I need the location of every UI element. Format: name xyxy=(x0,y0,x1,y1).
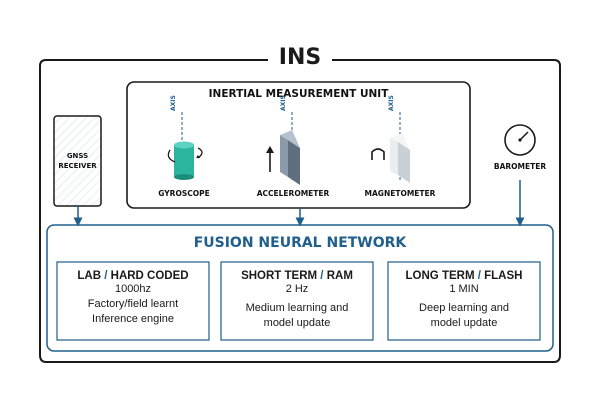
long-head-a: LONG TERM xyxy=(405,270,475,282)
long-line2: Deep learning and xyxy=(419,302,509,314)
long-line3: model update xyxy=(430,317,498,329)
long-line1: 1 MIN xyxy=(449,283,479,295)
magnetometer-label: MAGNETOMETER xyxy=(364,189,436,198)
lab-line1: 1000hz xyxy=(114,283,152,295)
fusion-box-short xyxy=(220,261,374,341)
magnetometer-icon xyxy=(371,133,410,183)
barometer-label: BAROMETER xyxy=(493,162,547,171)
gnss-label-line2: RECEIVER xyxy=(58,162,97,170)
ins-title: INS xyxy=(278,45,322,70)
accelerometer-label: ACCELEROMETER xyxy=(256,189,330,198)
fusion-box-long xyxy=(387,261,541,341)
short-line3: model update xyxy=(263,317,331,329)
long-head-sep: / xyxy=(474,270,485,282)
imu-title: INERTIAL MEASUREMENT UNIT xyxy=(208,88,389,100)
gyroscope-icon xyxy=(167,141,203,180)
barometer-icon xyxy=(504,124,536,156)
long-head-b: FLASH xyxy=(484,270,523,282)
lab-line2: Factory/field learnt xyxy=(87,298,179,310)
lab-line3: Inference engine xyxy=(92,313,174,325)
axis-label-gyro: AXIS xyxy=(170,95,177,111)
fusion-box-long-content: LONG TERM / FLASH 1 MIN Deep learning an… xyxy=(388,270,540,331)
short-line2: Medium learning and xyxy=(245,302,349,314)
fusion-box-short-content: SHORT TERM / RAM 2 Hz Medium learning an… xyxy=(221,270,373,331)
short-head-b: RAM xyxy=(326,270,353,282)
gnss-label-line1: GNSS xyxy=(66,152,89,160)
axis-label-accel: AXIS xyxy=(280,95,287,111)
short-line1: 2 Hz xyxy=(285,283,309,295)
accelerometer-icon xyxy=(266,130,300,185)
short-head-sep: / xyxy=(317,270,327,282)
lab-head-b: HARD CODED xyxy=(110,270,189,282)
ins-frame xyxy=(39,59,561,363)
lab-head-sep: / xyxy=(101,270,111,282)
gyroscope-label: GYROSCOPE xyxy=(158,189,210,198)
axis-label-mag: AXIS xyxy=(388,95,395,111)
fusion-title: FUSION NEURAL NETWORK xyxy=(193,235,407,251)
short-head-a: SHORT TERM xyxy=(241,270,318,282)
gnss-box xyxy=(53,115,102,207)
fusion-box-lab xyxy=(56,261,210,341)
lab-head-a: LAB xyxy=(77,270,102,282)
fusion-box-lab-content: LAB / HARD CODED 1000hz Factory/field le… xyxy=(57,270,209,327)
